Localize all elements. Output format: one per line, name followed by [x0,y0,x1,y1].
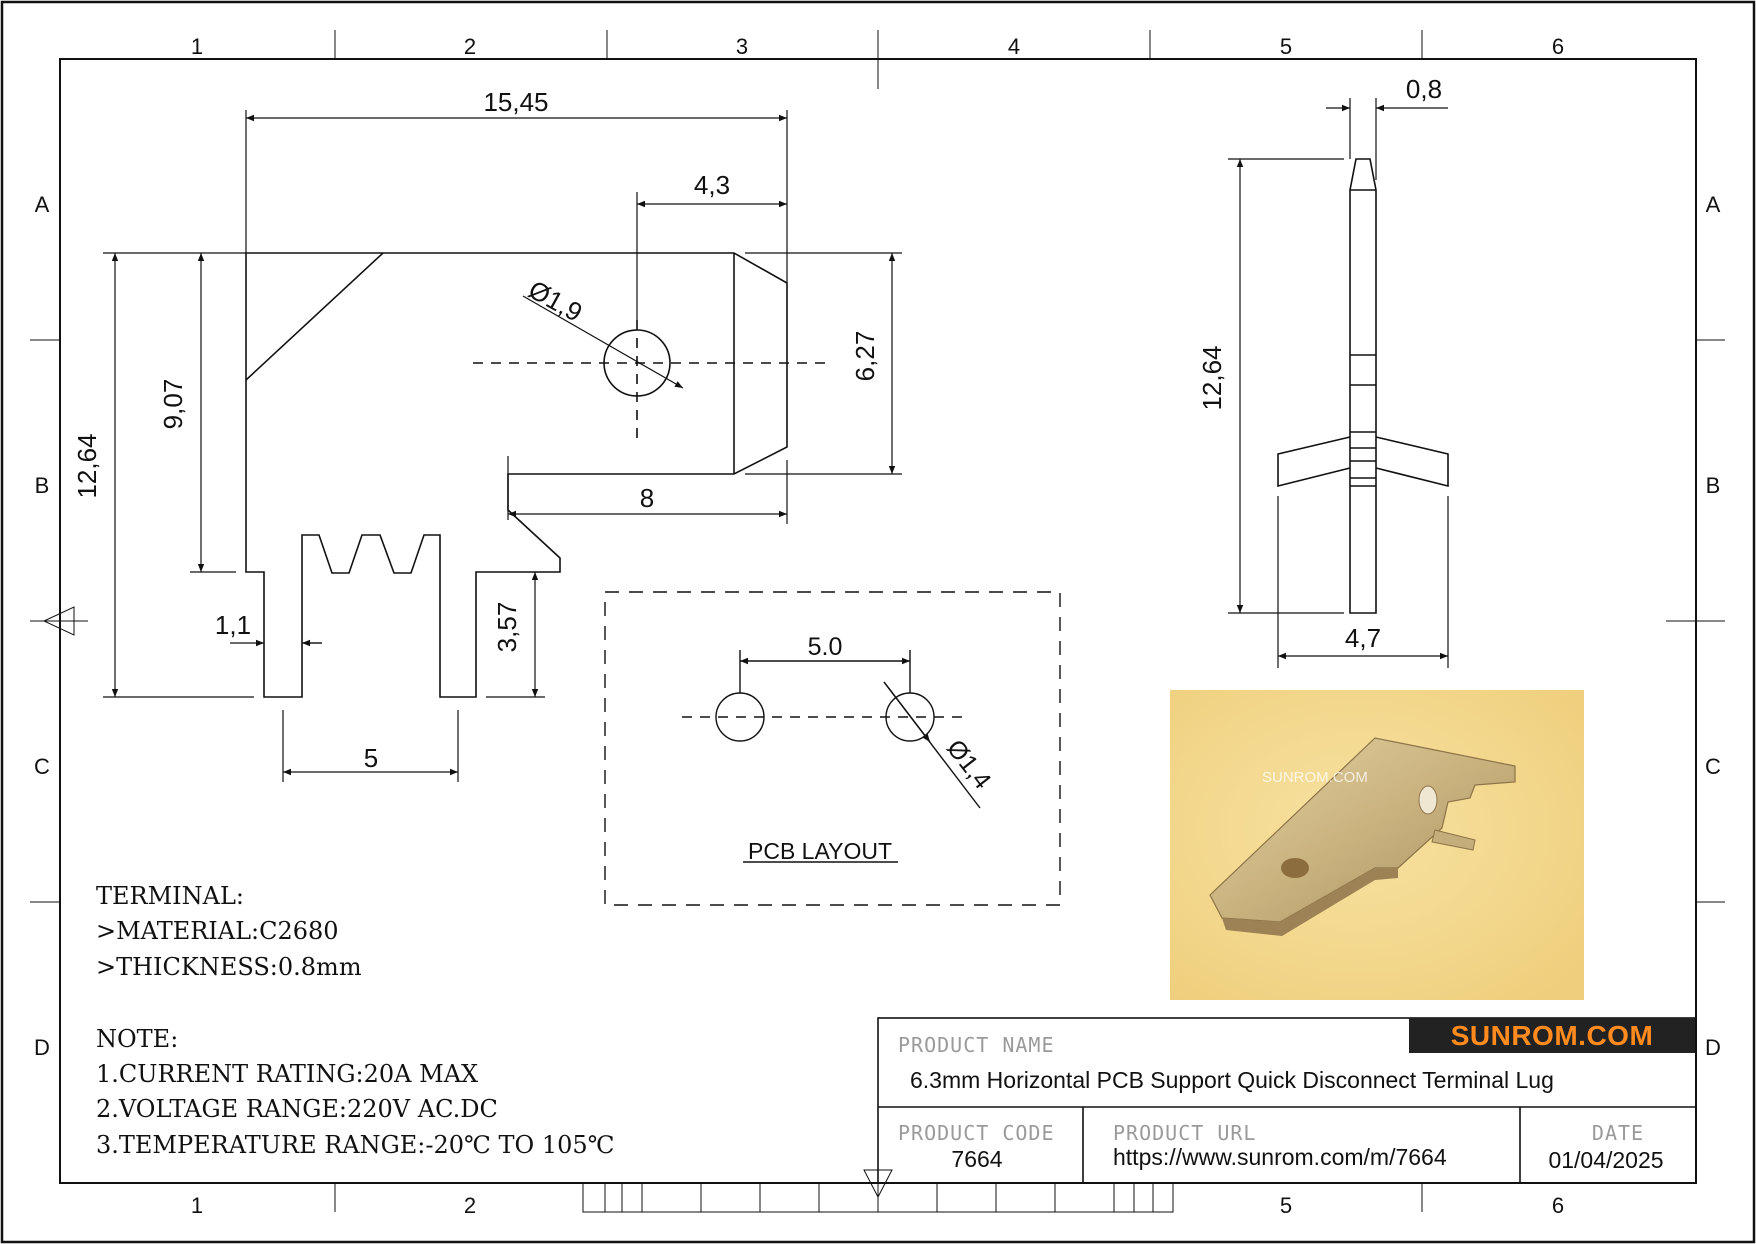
col-label-6-bottom: 6 [1552,1193,1564,1218]
title-block-text: PRODUCT NAME 6.3mm Horizontal PCB Suppor… [898,1033,1664,1173]
product-code-label: PRODUCT CODE [898,1121,1055,1145]
dim-hole-dia: Ø1,9 [524,274,588,328]
side-dimension-labels: 0,8 12,64 4,7 [1197,74,1442,653]
row-label-b-right: B [1706,473,1721,498]
pcb-layout-border [604,591,1061,906]
side-view-left-wing [1277,436,1351,488]
row-label-c: C [34,754,50,779]
brand-logo: SUNROM.COM [1409,1018,1695,1053]
notes: TERMINAL: >MATERIAL:C2680 >THICKNESS:0.8… [96,882,614,1159]
col-label-1-bottom: 1 [191,1193,203,1218]
brand-logo-text: SUNROM.COM [1450,1019,1654,1051]
product-photo: SUNROM.COM [1170,690,1584,1000]
dim-pin-width: 1,1 [215,610,251,640]
dim-side-height: 12,64 [1197,345,1227,410]
product-url: https://www.sunrom.com/m/7664 [1113,1144,1447,1170]
row-label-c-right: C [1705,754,1721,779]
pcb-labels: 5.0 Ø1,4 PCB LAYOUT [748,633,997,864]
row-label-a: A [35,192,50,217]
dim-height-total: 12,64 [72,433,102,498]
date-label: DATE [1592,1121,1644,1145]
side-view [1277,158,1449,614]
dim-hole-offset: 4,3 [694,170,730,200]
col-label-2: 2 [464,34,476,59]
note-material: >MATERIAL:C2680 [96,917,339,945]
col-label-2-bottom: 2 [464,1193,476,1218]
row-label-d: D [34,1035,50,1060]
col-label-1: 1 [191,34,203,59]
side-view-outline [1349,158,1377,614]
product-name: 6.3mm Horizontal PCB Support Quick Disco… [910,1067,1554,1093]
note-voltage: 2.VOLTAGE RANGE:220V AC.DC [96,1095,498,1123]
dim-pin-pitch: 5 [364,743,378,773]
side-view-right-wing [1375,436,1449,488]
pcb-hole-dia: Ø1,4 [941,734,996,794]
dim-tab-height: 6,27 [850,331,880,382]
col-label-4: 4 [1008,34,1020,59]
front-dimension-labels: 15,45 4,3 Ø1,9 6,27 9,07 12,64 8 1,1 3,5… [72,87,880,773]
product-url-label: PRODUCT URL [1113,1121,1256,1145]
grid-labels: 1 2 3 4 5 6 1 2 5 6 A B C D A B C D [34,34,1721,1218]
note-temperature: 3.TEMPERATURE RANGE:-20℃ TO 105℃ [96,1131,614,1159]
note-thickness: >THICKNESS:0.8mm [96,953,362,981]
product-code: 7664 [951,1146,1002,1172]
dim-height-upper: 9,07 [158,379,188,430]
product-name-label: PRODUCT NAME [898,1033,1055,1057]
row-label-b: B [35,473,50,498]
dim-width-total: 15,45 [483,87,548,117]
front-dimensions [103,110,902,782]
dim-side-thickness: 0,8 [1406,74,1442,104]
note-terminal-title: TERMINAL: [96,882,244,910]
note-title: NOTE: [96,1025,178,1053]
photo-watermark: SUNROM.COM [1262,769,1368,786]
pcb-layout [604,591,1061,906]
col-label-5: 5 [1280,34,1292,59]
col-label-6: 6 [1552,34,1564,59]
col-label-5-bottom: 5 [1280,1193,1292,1218]
dim-tab-length: 8 [640,483,654,513]
front-view [245,252,830,698]
row-label-d-right: D [1705,1035,1721,1060]
row-label-a-right: A [1706,192,1721,217]
dim-side-width: 4,7 [1345,623,1381,653]
pcb-pitch: 5.0 [808,633,843,661]
side-dimensions [1228,98,1449,668]
dim-pin-length: 3,57 [492,602,522,653]
front-view-outline [245,252,788,698]
date: 01/04/2025 [1548,1147,1663,1173]
title-block [877,1017,1697,1184]
pcb-layout-title: PCB LAYOUT [748,838,892,864]
note-current: 1.CURRENT RATING:20A MAX [96,1060,478,1088]
col-label-3: 3 [736,34,748,59]
